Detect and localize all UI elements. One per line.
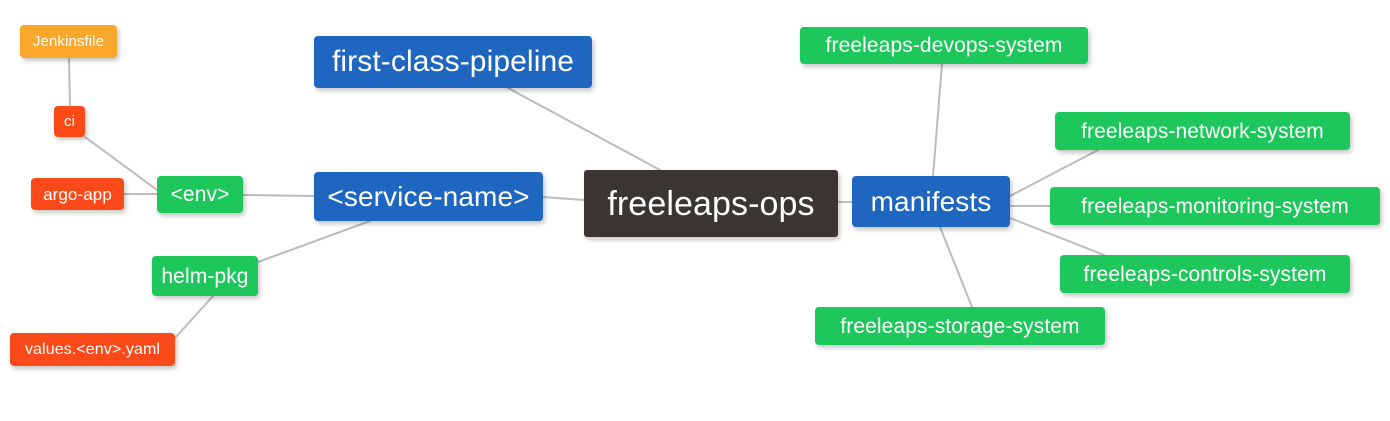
edge-manifests-to-freeleaps-storage-system [939, 226, 973, 308]
node-ci[interactable]: ci [54, 106, 85, 137]
edge-env-to-service-name [242, 194, 315, 197]
edge-first-class-pipeline-to-freeleaps-ops [507, 87, 661, 171]
node-freeleaps-storage-system[interactable]: freeleaps-storage-system [815, 307, 1105, 345]
edge-jenkinsfile-to-ci [68, 57, 71, 107]
node-freeleaps-ops[interactable]: freeleaps-ops [584, 170, 838, 237]
node-jenkinsfile[interactable]: Jenkinsfile [20, 25, 117, 58]
node-service-name[interactable]: <service-name> [314, 172, 543, 221]
edge-service-name-to-freeleaps-ops [542, 196, 585, 201]
node-freeleaps-monitoring-system[interactable]: freeleaps-monitoring-system [1050, 187, 1380, 225]
node-argo-app[interactable]: argo-app [31, 178, 124, 210]
node-values-yaml[interactable]: values.<env>.yaml [10, 333, 175, 366]
edge-values-yaml-to-helm-pkg [174, 295, 214, 339]
edge-helm-pkg-to-service-name [257, 220, 371, 263]
edge-manifests-to-freeleaps-devops-system [932, 63, 943, 177]
node-freeleaps-devops-system[interactable]: freeleaps-devops-system [800, 27, 1088, 64]
node-env[interactable]: <env> [157, 176, 243, 213]
node-freeleaps-network-system[interactable]: freeleaps-network-system [1055, 112, 1350, 150]
node-freeleaps-controls-system[interactable]: freeleaps-controls-system [1060, 255, 1350, 293]
node-first-class-pipeline[interactable]: first-class-pipeline [314, 36, 592, 88]
node-manifests[interactable]: manifests [852, 176, 1010, 227]
node-helm-pkg[interactable]: helm-pkg [152, 256, 258, 296]
